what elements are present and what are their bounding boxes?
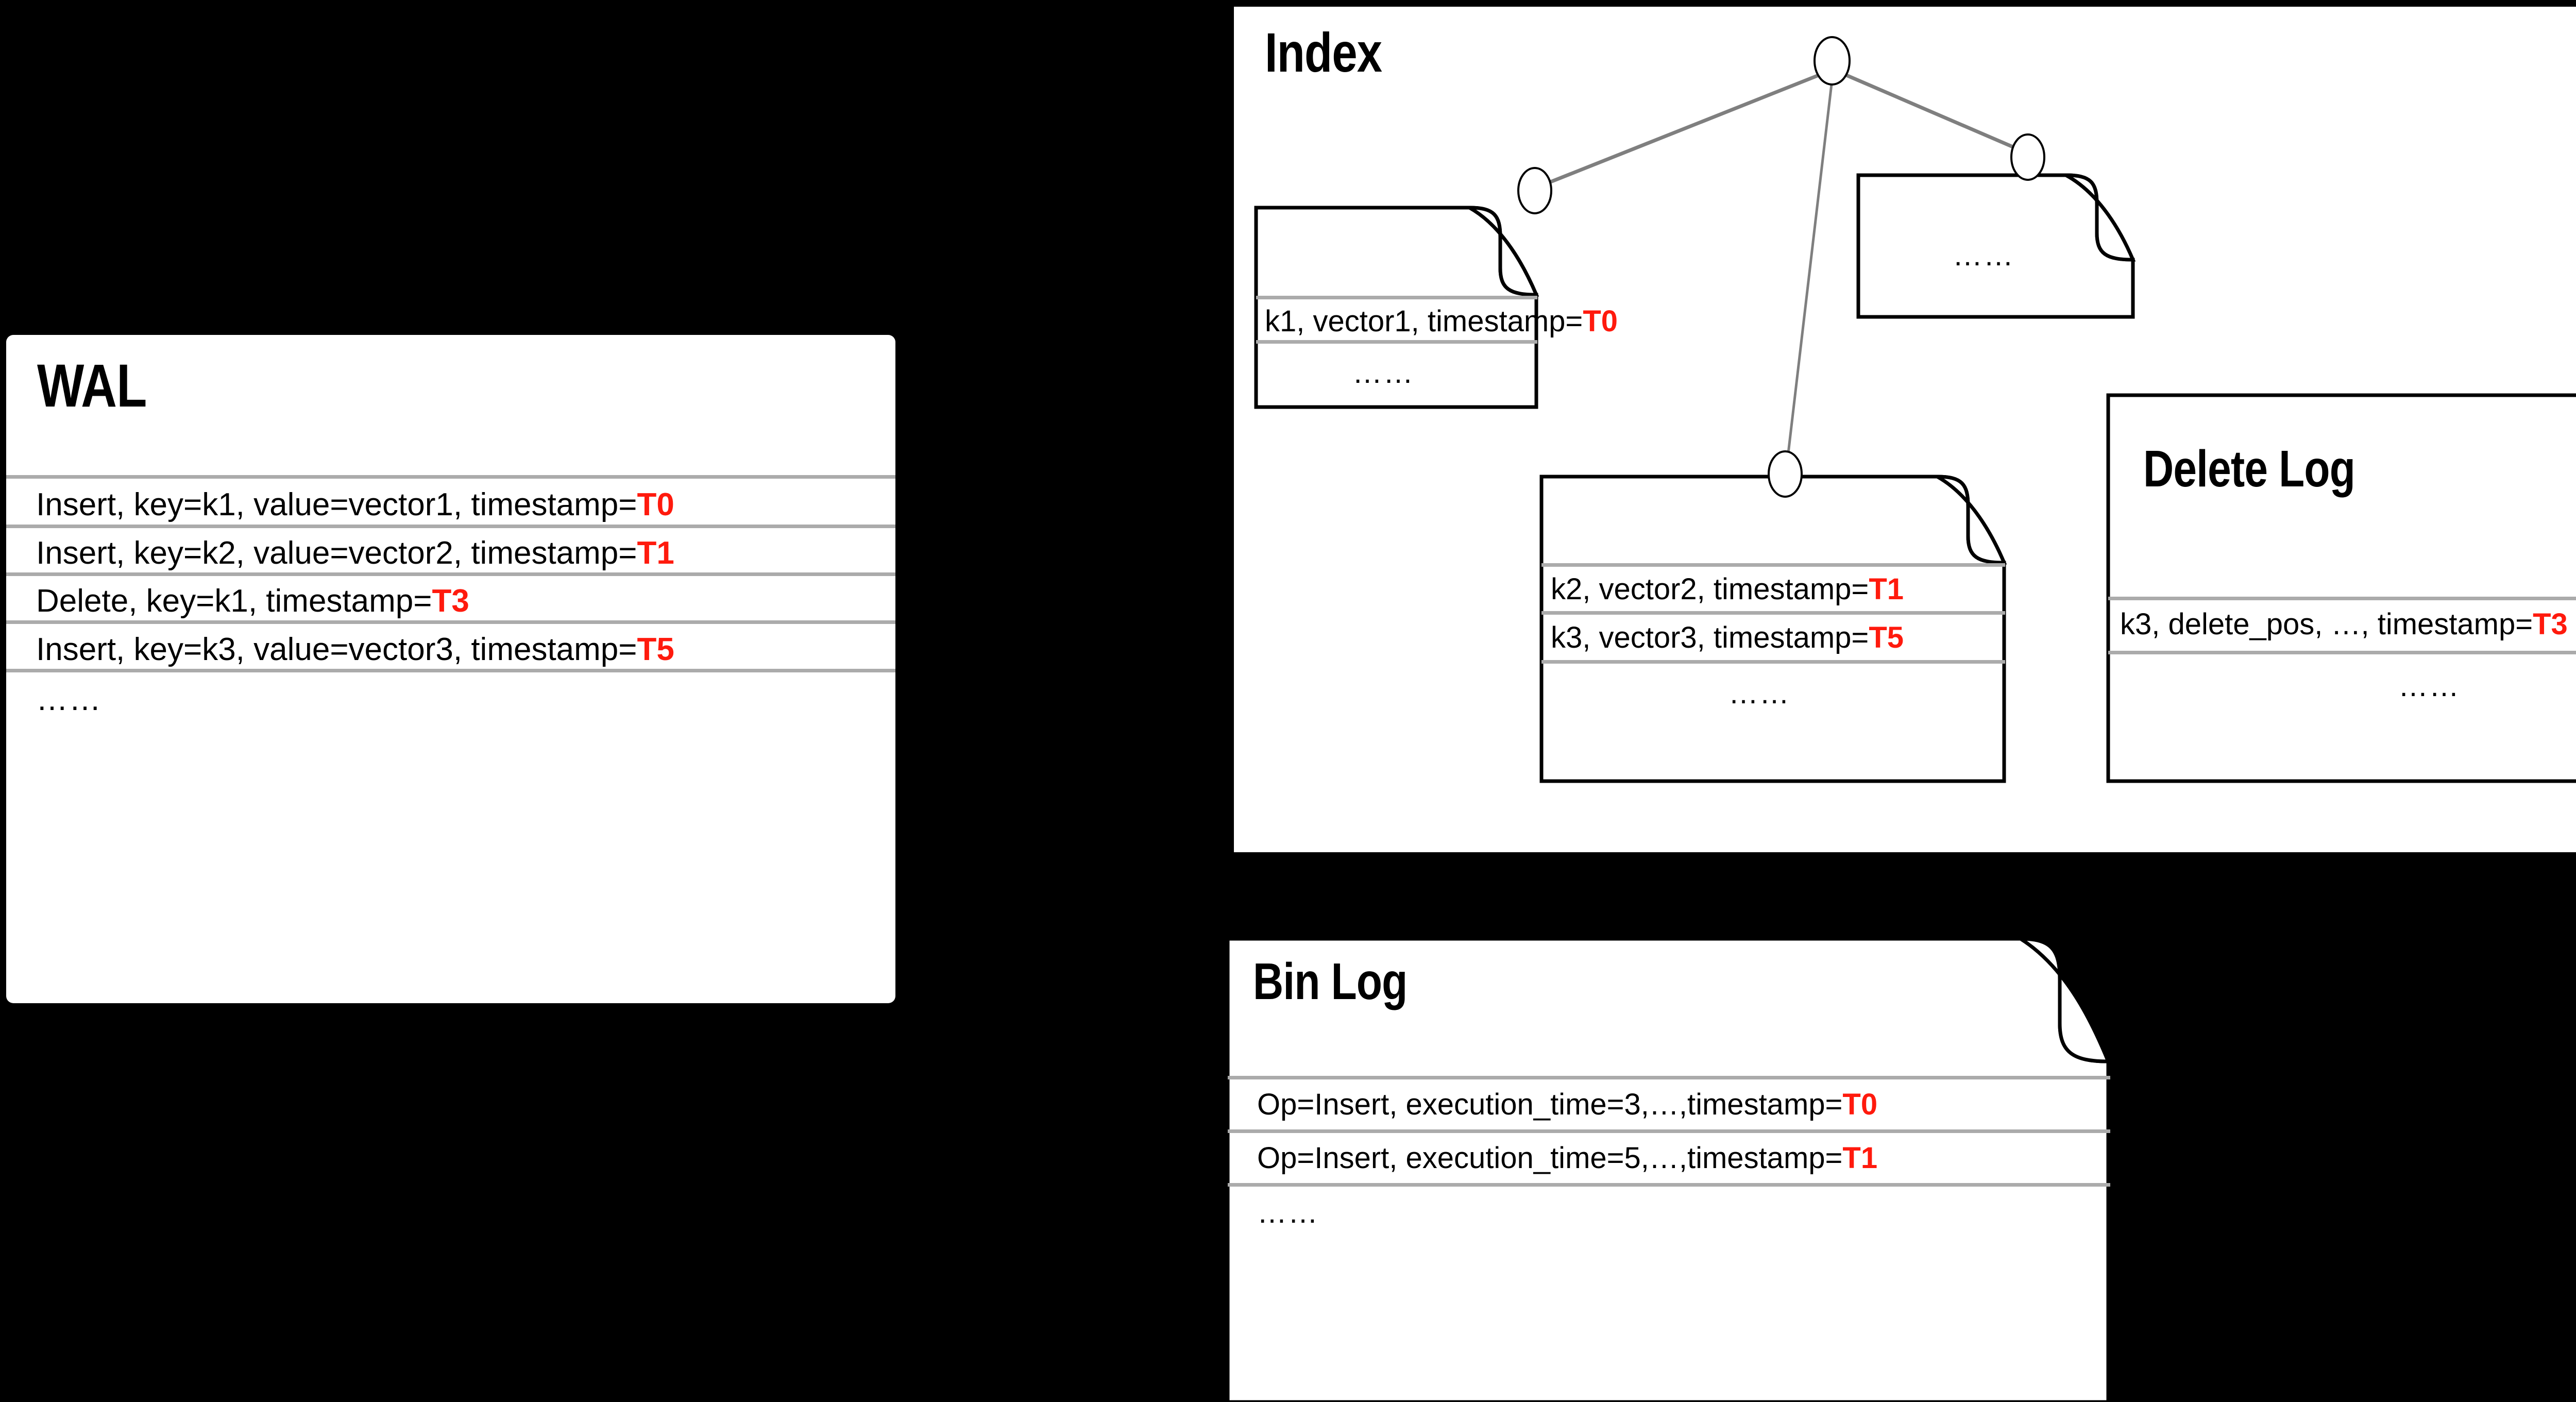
bin-log-rule-0 [1228,1076,2110,1079]
bin-log-row-timestamp: T0 [1842,1088,1878,1121]
bin-log-rule-1 [1228,1129,2110,1133]
wal-row: Insert, key=k1, value=vector1, timestamp… [36,486,674,523]
segment-k2k3-rule-0 [1541,563,2005,567]
wal-row-timestamp: T1 [637,535,674,571]
bin-log-row-text: Op=Insert, execution_time=3,…,timestamp= [1257,1088,1843,1121]
segment-k2k3-more-ellipsis: …… [1728,677,1790,710]
index-title: Index [1265,21,1382,83]
wal-rule-1 [6,525,895,528]
bin-log-more-ellipsis: …… [1257,1196,1319,1229]
bin-log-row: Op=Insert, execution_time=5,…,timestamp=… [1257,1141,1877,1175]
segment-placeholder-more-ellipsis: …… [1953,239,2014,272]
delete-log-row: k3, delete_pos, …, timestamp=T3 [2120,607,2568,641]
delete-log-rule-0 [2108,597,2576,600]
delete-log-rule-1 [2108,651,2576,654]
wal-row-text: Delete, key=k1, timestamp= [36,583,432,619]
wal-rule-2 [6,572,895,576]
delete-log-row-timestamp: T3 [2533,607,2568,641]
wal-row: Insert, key=k2, value=vector2, timestamp… [36,535,674,571]
wal-rule-4 [6,669,895,672]
segment-k2k3-row: k2, vector2, timestamp=T1 [1551,572,1904,606]
bin-log-row: Op=Insert, execution_time=3,…,timestamp=… [1257,1087,1877,1122]
wal-row-timestamp: T3 [432,583,469,619]
index-panel [1234,7,2576,852]
wal-row-timestamp: T5 [637,632,674,667]
segment-k1-rule-1 [1256,340,1537,344]
segment-k1-row-timestamp: T0 [1583,305,1618,338]
segment-k2k3-rule-1 [1541,611,2005,615]
segment-k1-row: k1, vector1, timestamp=T0 [1265,304,1618,339]
segment-k2k3-row-timestamp: T1 [1869,572,1904,606]
segment-k2k3-row-timestamp: T5 [1869,621,1904,654]
segment-k1-rule-0 [1256,296,1537,299]
delete-log-title: Delete Log [2143,440,2355,498]
wal-row-text: Insert, key=k2, value=vector2, timestamp… [36,535,637,571]
wal-row-text: Insert, key=k3, value=vector3, timestamp… [36,632,637,667]
wal-row: Delete, key=k1, timestamp=T3 [36,583,469,619]
wal-row: Insert, key=k3, value=vector3, timestamp… [36,631,674,668]
wal-more-ellipsis: …… [36,682,102,717]
segment-k2k3-row-text: k2, vector2, timestamp= [1551,572,1869,606]
bin-log-row-text: Op=Insert, execution_time=5,…,timestamp= [1257,1141,1843,1175]
bin-log-title: Bin Log [1253,953,1408,1010]
segment-k1-row-text: k1, vector1, timestamp= [1265,305,1583,338]
wal-rule-3 [6,620,895,624]
segment-k1-more-ellipsis: …… [1352,356,1414,390]
wal-row-text: Insert, key=k1, value=vector1, timestamp… [36,487,637,522]
delete-log-more-ellipsis: …… [2398,669,2460,703]
bin-log-rule-2 [1228,1183,2110,1187]
wal-title: WAL [37,352,147,420]
delete-log-row-text: k3, delete_pos, …, timestamp= [2120,607,2533,641]
segment-k2k3-row-text: k3, vector3, timestamp= [1551,621,1869,654]
wal-rule-0 [6,475,895,479]
wal-row-timestamp: T0 [637,487,674,522]
segment-k2k3-rule-2 [1541,660,2005,664]
bin-log-row-timestamp: T1 [1842,1141,1878,1175]
segment-k2k3-row: k3, vector3, timestamp=T5 [1551,620,1904,655]
